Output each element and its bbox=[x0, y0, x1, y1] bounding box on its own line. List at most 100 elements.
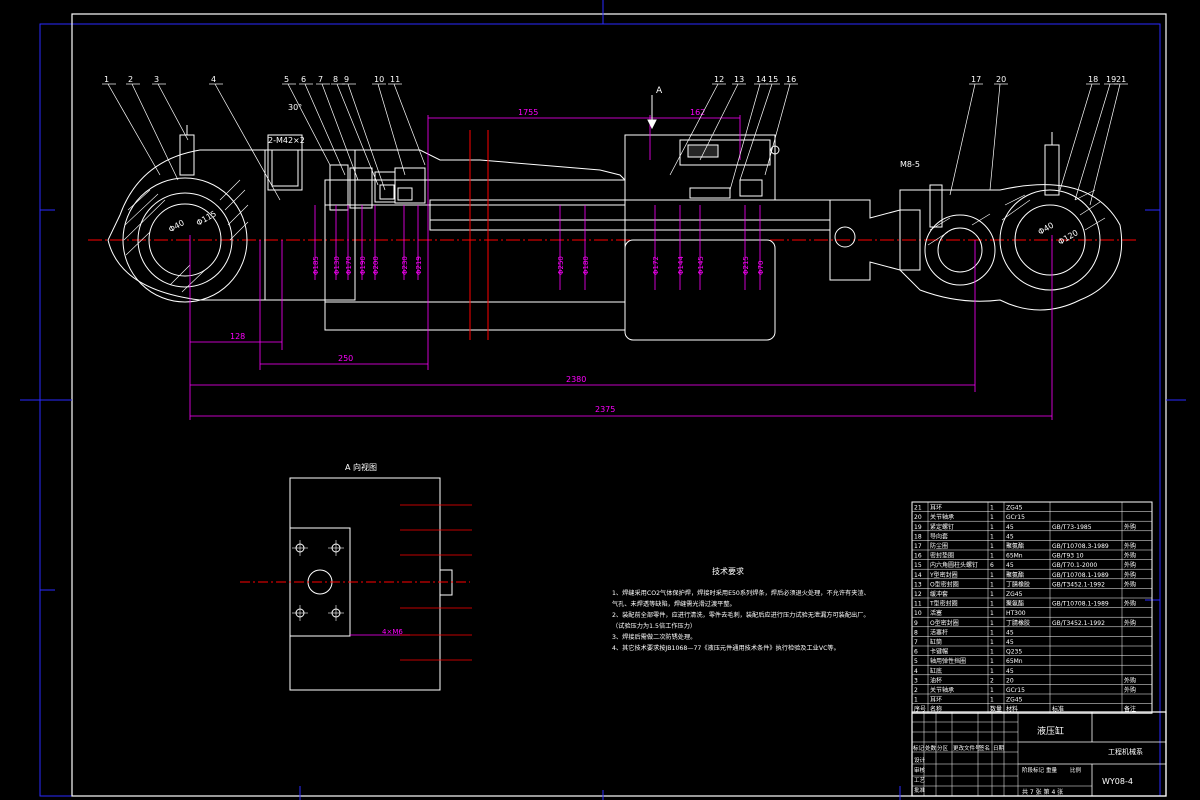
bore-dim-label: Φ172 bbox=[652, 256, 660, 275]
revision-header: 标记 bbox=[913, 744, 925, 752]
balloon-label: 4 bbox=[211, 75, 216, 84]
parts-cell: 缸底 bbox=[930, 667, 942, 675]
title-block: 液压缸工程机械系WY08-4共 7 张 第 4 张标记处数分区更改文件号签名日期… bbox=[911, 711, 1167, 797]
parts-cell: 1 bbox=[990, 601, 994, 608]
tech-req-line: 1、焊缝采用CO2气体保护焊，焊接时采用E50系列焊条，焊后必须退火处理，不允许… bbox=[612, 589, 870, 597]
dim-250: 250 bbox=[338, 354, 353, 363]
parts-cell: 45 bbox=[1006, 629, 1014, 636]
view-a-arrow: A bbox=[647, 86, 663, 130]
parts-cell: Y型密封圈 bbox=[929, 571, 958, 579]
parts-cell: 17 bbox=[914, 543, 922, 550]
tech-req-line: 4、其它技术要求按JB1068—77《液压元件通用技术条件》执行检验及工业VC等… bbox=[612, 644, 840, 652]
balloon-label: 14 bbox=[756, 75, 766, 84]
parts-cell: 卡键帽 bbox=[930, 648, 948, 656]
dim-162: 162 bbox=[690, 108, 705, 117]
parts-cell: 2 bbox=[990, 677, 994, 684]
parts-cell: 外购 bbox=[1124, 676, 1136, 684]
left-eye-outer bbox=[122, 177, 248, 303]
view-a-label: A bbox=[656, 86, 663, 96]
parts-cell: 外购 bbox=[1124, 686, 1136, 694]
left-grease-nipple bbox=[179, 134, 195, 176]
dim-thread-m: M8-5 bbox=[900, 160, 920, 169]
parts-cell: GB/T3452.1-1992 bbox=[1052, 620, 1105, 627]
left-eye-inner bbox=[137, 192, 233, 288]
bolt bbox=[687, 144, 719, 158]
left-eye-bore bbox=[148, 203, 222, 277]
parts-cell: 13 bbox=[914, 581, 922, 588]
barrel bbox=[324, 179, 626, 331]
parts-cell: 6 bbox=[990, 562, 994, 569]
bore-dim-label: Φ200 bbox=[372, 256, 380, 275]
stage-label: 比例 bbox=[1070, 766, 1082, 774]
parts-cell: 45 bbox=[1006, 639, 1014, 646]
tech-req-title: 技术要求 bbox=[712, 566, 744, 576]
parts-cell: HT300 bbox=[1006, 610, 1026, 617]
right-grease-nipple bbox=[1044, 144, 1060, 196]
parts-cell: 1 bbox=[990, 649, 994, 656]
parts-cell: 1 bbox=[990, 610, 994, 617]
balloon-label: 8 bbox=[333, 75, 338, 84]
parts-cell: GB/T10708.3-1989 bbox=[1052, 543, 1109, 550]
balloon-label: 21 bbox=[1116, 75, 1126, 84]
parts-cell: GB/T73-1985 bbox=[1052, 524, 1092, 531]
parts-cell: 1 bbox=[990, 581, 994, 588]
balloon-label: 20 bbox=[996, 75, 1006, 84]
parts-cell: 7 bbox=[914, 639, 918, 646]
parts-cell: 丁腈橡胶 bbox=[1006, 619, 1030, 627]
parts-cell: GB/T3452.1-1992 bbox=[1052, 581, 1105, 588]
balloon-label: 11 bbox=[390, 75, 400, 84]
revision-header: 更改文件号 bbox=[953, 744, 981, 752]
parts-cell: GCr15 bbox=[1006, 687, 1025, 694]
parts-cell: 1 bbox=[990, 524, 994, 531]
left-eye-hatch bbox=[123, 179, 249, 293]
parts-cell: 1 bbox=[990, 697, 994, 704]
center-marks bbox=[20, 0, 1186, 800]
parts-cell: 1 bbox=[990, 668, 994, 675]
parts-cell: ZG45 bbox=[1006, 591, 1023, 598]
balloon-label: 3 bbox=[154, 75, 159, 84]
section-a-view: A 向视图 4×M6 bbox=[240, 462, 472, 691]
parts-cell: 1 bbox=[990, 553, 994, 560]
drawing-number: WY08-4 bbox=[1102, 777, 1133, 786]
parts-cell: GB/T10708.1-1989 bbox=[1052, 601, 1109, 608]
dim-left-eye: Φ40 bbox=[167, 218, 186, 234]
parts-cell: 轴用弹性挡圈 bbox=[930, 657, 966, 665]
parts-cell: 5 bbox=[914, 658, 918, 665]
parts-cell: 18 bbox=[914, 533, 922, 540]
parts-cell: 外购 bbox=[1124, 552, 1136, 560]
dim-overall: 2375 bbox=[595, 405, 615, 414]
parts-cell: 内六角圆柱头螺钉 bbox=[930, 561, 978, 569]
parts-cell: ZG45 bbox=[1006, 697, 1023, 704]
parts-cell: 备注 bbox=[1124, 705, 1136, 713]
parts-cell: T型密封圈 bbox=[929, 600, 958, 608]
dim-thread: 2-M42×2 bbox=[268, 136, 305, 145]
parts-cell: 20 bbox=[914, 514, 922, 521]
role-label: 批准 bbox=[914, 786, 926, 794]
parts-cell: 耳环 bbox=[930, 697, 942, 704]
revision-header: 分区 bbox=[937, 744, 949, 752]
dim-angle: 30° bbox=[288, 103, 302, 112]
parts-cell: 外购 bbox=[1124, 600, 1136, 608]
parts-cell: 65Mn bbox=[1006, 658, 1023, 665]
parts-cell: GB/T70.1-2000 bbox=[1052, 562, 1097, 569]
parts-cell: 1 bbox=[990, 505, 994, 512]
right-eye-bore bbox=[1014, 204, 1086, 276]
right-clevis-body bbox=[899, 184, 1123, 311]
balloon-label: 13 bbox=[734, 75, 744, 84]
dim-128: 128 bbox=[230, 332, 245, 341]
parts-cell: 导向套 bbox=[930, 532, 948, 540]
inner-frame bbox=[71, 13, 1167, 797]
parts-cell: 4 bbox=[914, 668, 918, 675]
parts-cell: 45 bbox=[1006, 668, 1014, 675]
hydraulic-cylinder-view bbox=[88, 125, 1138, 341]
balloon-label: 9 bbox=[344, 75, 349, 84]
dim-left-eye-2: Φ115 bbox=[195, 209, 218, 228]
parts-cell: 关节轴承 bbox=[930, 686, 954, 694]
parts-cell: 外购 bbox=[1124, 561, 1136, 569]
bore-dim-label: Φ215 bbox=[742, 256, 750, 275]
parts-cell: 关节轴承 bbox=[930, 513, 954, 521]
parts-cell: 14 bbox=[914, 572, 922, 579]
tech-req-line: 3、焊接后需做二次防锈处理。 bbox=[612, 633, 696, 641]
